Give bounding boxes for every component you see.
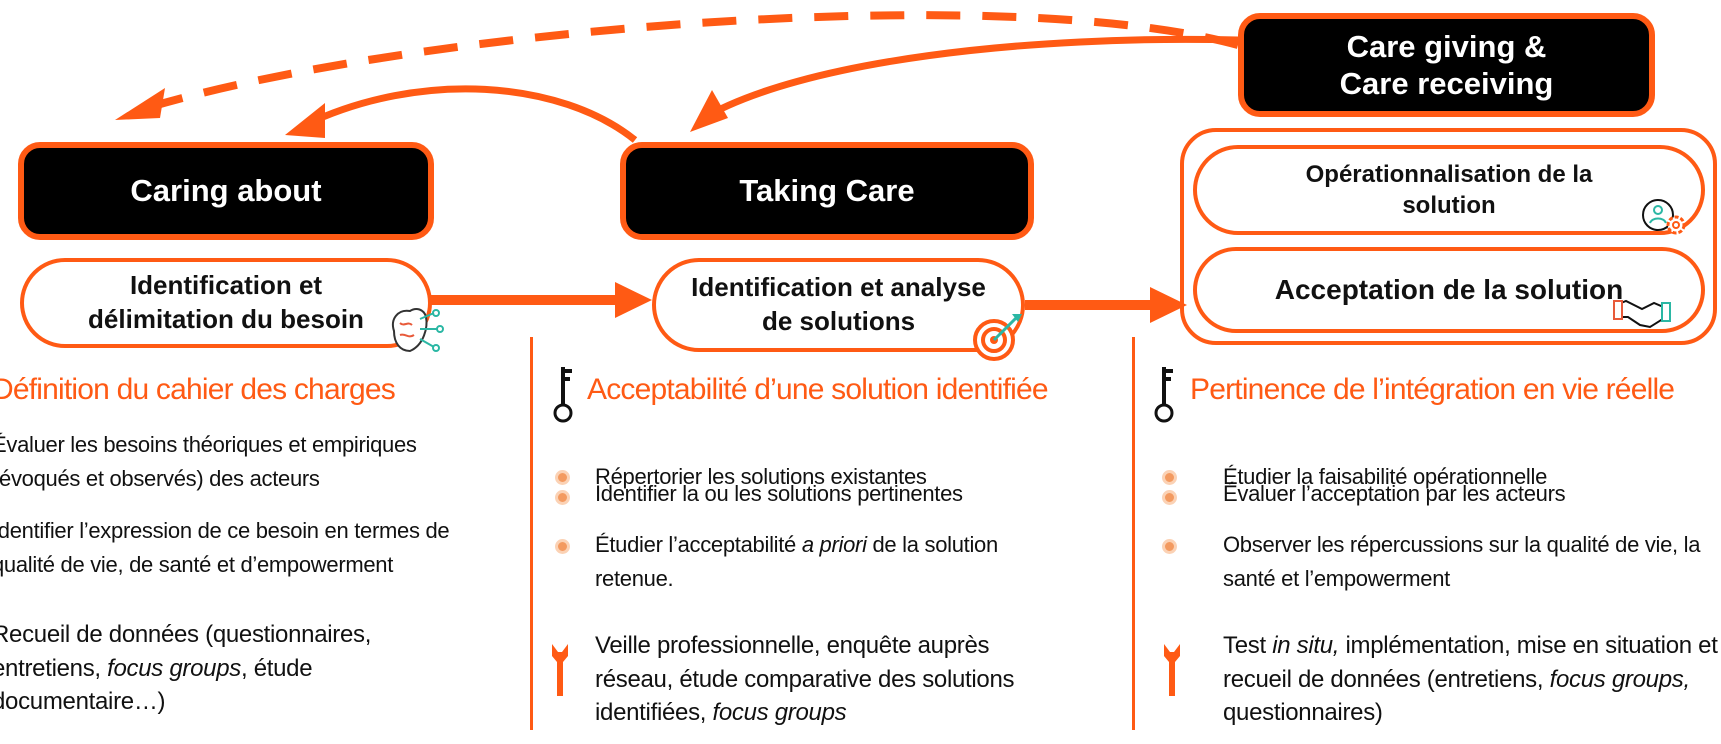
care-giving-box: Care giving & Care receiving <box>1238 13 1655 117</box>
column-3-tools-mid: implémentation, mise en situation et rec… <box>1223 632 1718 693</box>
taking-care-title: Taking Care <box>739 173 915 209</box>
person-gear-icon <box>1642 199 1686 235</box>
column-1-item-2: Identifier l’expression de ce besoin en … <box>0 518 450 578</box>
caring-about-title: Caring about <box>130 173 322 209</box>
taking-to-caring-arrow <box>303 85 638 143</box>
phase-1-label: Identification et délimitation du besoin <box>88 270 364 334</box>
column-1-item-1: Évaluer les besoins théoriques et empiri… <box>0 432 417 492</box>
wrench-icon <box>1164 644 1180 696</box>
column-3-heading: Pertinence de l’intégration en vie réell… <box>1190 373 1675 406</box>
column-2-item-2: Identifier la ou les solutions pertinent… <box>595 481 963 506</box>
wrench-icon <box>552 644 568 696</box>
phase-3-pill-1: Opérationnalisation de la solution <box>1193 145 1705 235</box>
column-3-tools-italic-1: in situ, <box>1272 632 1340 659</box>
column-3-tools-post: questionnaires) <box>1223 699 1383 727</box>
phase-2-label: Identification et analyse de solutions <box>691 272 986 336</box>
key-icon <box>553 367 573 423</box>
column-2-item-3-post: de la solution retenue. <box>595 532 998 592</box>
phase-3-label-1: Opérationnalisation de la solution <box>1305 160 1593 219</box>
column-2-item-1: Répertorier les solutions existantes <box>595 464 927 489</box>
column-2-tools-italic: focus groups <box>712 699 847 727</box>
column-3-item-1: Étudier la faisabilité opérationnelle <box>1223 464 1548 489</box>
bullet-dot <box>555 470 570 485</box>
caregiving-to-taking-arrow <box>698 35 1239 124</box>
bullet-dot <box>1162 490 1177 505</box>
bullet-dot <box>555 539 570 554</box>
bullet-dot <box>1162 470 1177 485</box>
column-2-item-3: Étudier l’acceptabilité a priori de la s… <box>595 528 1065 596</box>
key-icon <box>1154 367 1174 423</box>
column-3-item-3: Observer les répercussions sur la qualit… <box>1223 532 1701 592</box>
brain-network-icon <box>392 308 444 353</box>
phase-1-pill: Identification et délimitation du besoin <box>20 258 432 348</box>
column-3-tools: Test in situ, implémentation, mise en si… <box>1223 629 1718 730</box>
caring-about-box: Caring about <box>18 142 434 240</box>
taking-care-box: Taking Care <box>620 142 1034 240</box>
handshake-icon <box>1613 299 1671 329</box>
column-1-tools-post: , étude documentaire…) <box>0 654 313 716</box>
column-3-item-2: Évaluer l’acceptation par les acteurs <box>1223 481 1566 506</box>
column-3-tools-italic-2: focus groups, <box>1549 665 1690 693</box>
column-2-heading: Acceptabilité d’une solution identifiée <box>587 373 1049 406</box>
divider-1 <box>530 337 533 730</box>
column-2-item-3-italic: a priori <box>801 532 867 557</box>
phase-3-label-2: Acceptation de la solution <box>1274 273 1624 305</box>
column-1-heading: Définition du cahier des charges <box>0 373 396 406</box>
column-1-tools-italic: focus groups <box>107 654 241 682</box>
column-2-item-3-pre: Étudier l’acceptabilité <box>595 532 802 557</box>
dashed-feedback-arrow <box>138 11 1240 114</box>
column-2-tools-pre: Veille professionnelle, enquête auprès r… <box>595 632 1015 727</box>
bullet-dot <box>1162 539 1177 554</box>
column-2-tools: Veille professionnelle, enquête auprès r… <box>595 629 1065 730</box>
phase-3-group <box>1180 128 1717 345</box>
column-3-tools-pre: Test <box>1223 632 1273 659</box>
column-1-tools-pre: Recueil de données (questionnaires, entr… <box>0 621 372 682</box>
care-giving-title: Care giving & Care receiving <box>1339 28 1554 101</box>
target-icon <box>973 314 1022 361</box>
phase-2-pill: Identification et analyse de solutions <box>652 258 1025 352</box>
column-1-tools: Recueil de données (questionnaires, entr… <box>0 618 442 719</box>
bullet-dot <box>555 490 570 505</box>
divider-2 <box>1132 337 1135 730</box>
